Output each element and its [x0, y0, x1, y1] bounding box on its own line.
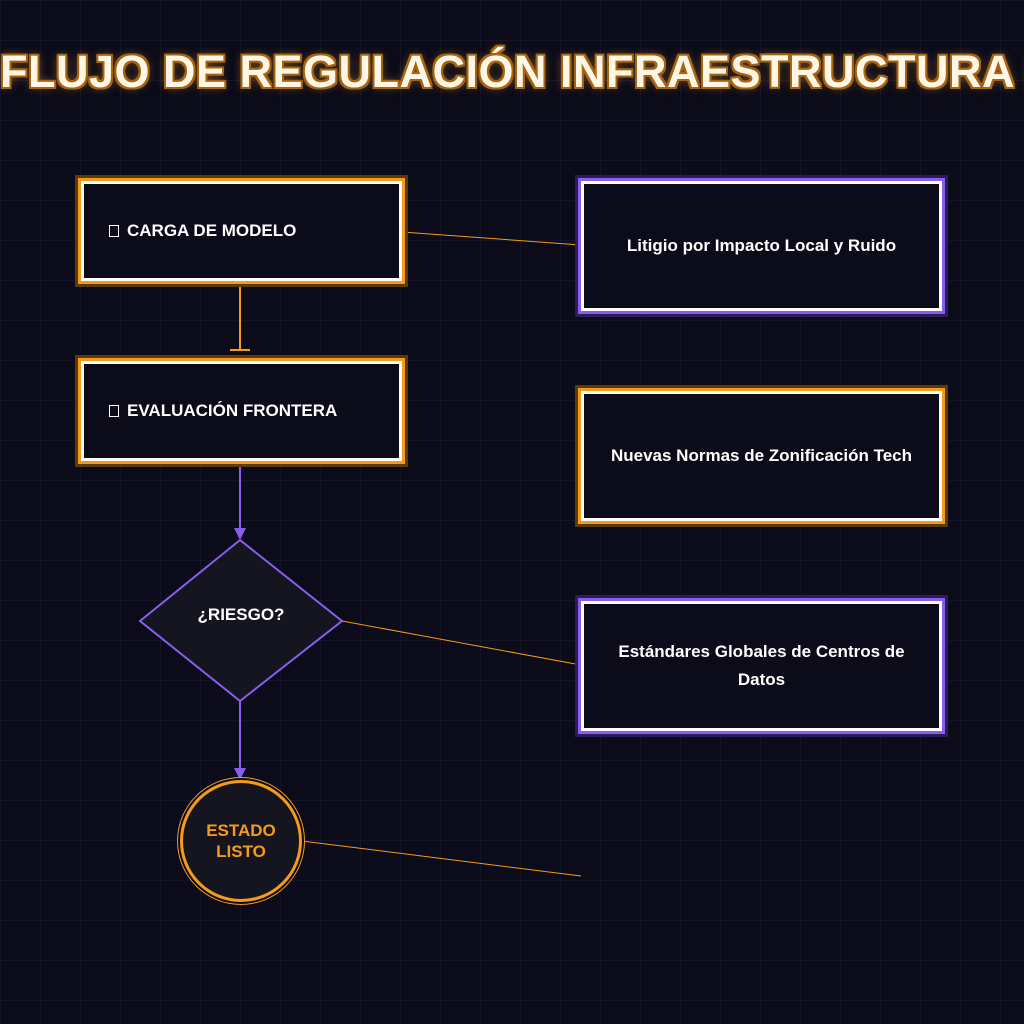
frame-glyph-icon: [109, 225, 119, 237]
frame-glyph-icon: [109, 405, 119, 417]
link-risk-to-note-3: [341, 620, 582, 666]
node-ready-state-label: ESTADO LISTO: [206, 821, 276, 861]
note-global-datacenter-standards: Estándares Globales de Centros de Datos: [581, 601, 942, 731]
node-ready-state: ESTADO LISTO: [180, 780, 302, 902]
note-zoning-rules: Nuevas Normas de Zonificación Tech: [581, 391, 942, 521]
node-frontier-evaluation-label: EVALUACIÓN FRONTERA: [127, 401, 338, 420]
link-load-to-note-1: [401, 231, 582, 246]
risk-decision-label: ¿RIESGO?: [197, 605, 285, 624]
note-local-impact-litigation-text: Litigio por Impacto Local y Ruido: [626, 236, 897, 255]
note-local-impact-litigation: Litigio por Impacto Local y Ruido: [581, 181, 942, 311]
node-model-load: CARGA DE MODELO: [81, 181, 402, 281]
note-global-datacenter-standards-text: Estándares Globales de Centros de Datos: [618, 642, 905, 689]
link-ready-to-note: [301, 840, 582, 877]
risk-decision-diamond: [138, 538, 344, 703]
node-frontier-evaluation: EVALUACIÓN FRONTERA: [81, 361, 402, 461]
note-zoning-rules-text: Nuevas Normas de Zonificación Tech: [610, 446, 913, 465]
node-model-load-label: CARGA DE MODELO: [127, 221, 297, 240]
diagram-title: FLUJO DE REGULACIÓN INFRAESTRUCTURA IA: [0, 46, 1024, 97]
